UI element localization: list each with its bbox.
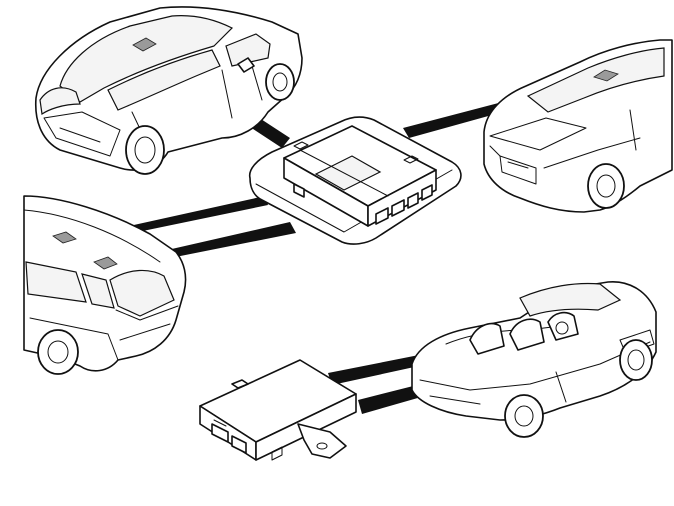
control-module-seat (199, 359, 357, 461)
car-wagon-icon (23, 195, 187, 375)
module-label (314, 155, 382, 191)
roof-marker-wagon-rear (93, 256, 118, 270)
car-hatchback-icon (34, 6, 303, 175)
control-module-roof (248, 116, 462, 245)
car-convertible-icon (411, 281, 657, 438)
roof-marker-hatchback (132, 37, 157, 52)
roof-marker-wagon-front (52, 231, 77, 244)
roof-marker-sedan (593, 69, 619, 82)
car-sedan-icon (483, 39, 673, 213)
